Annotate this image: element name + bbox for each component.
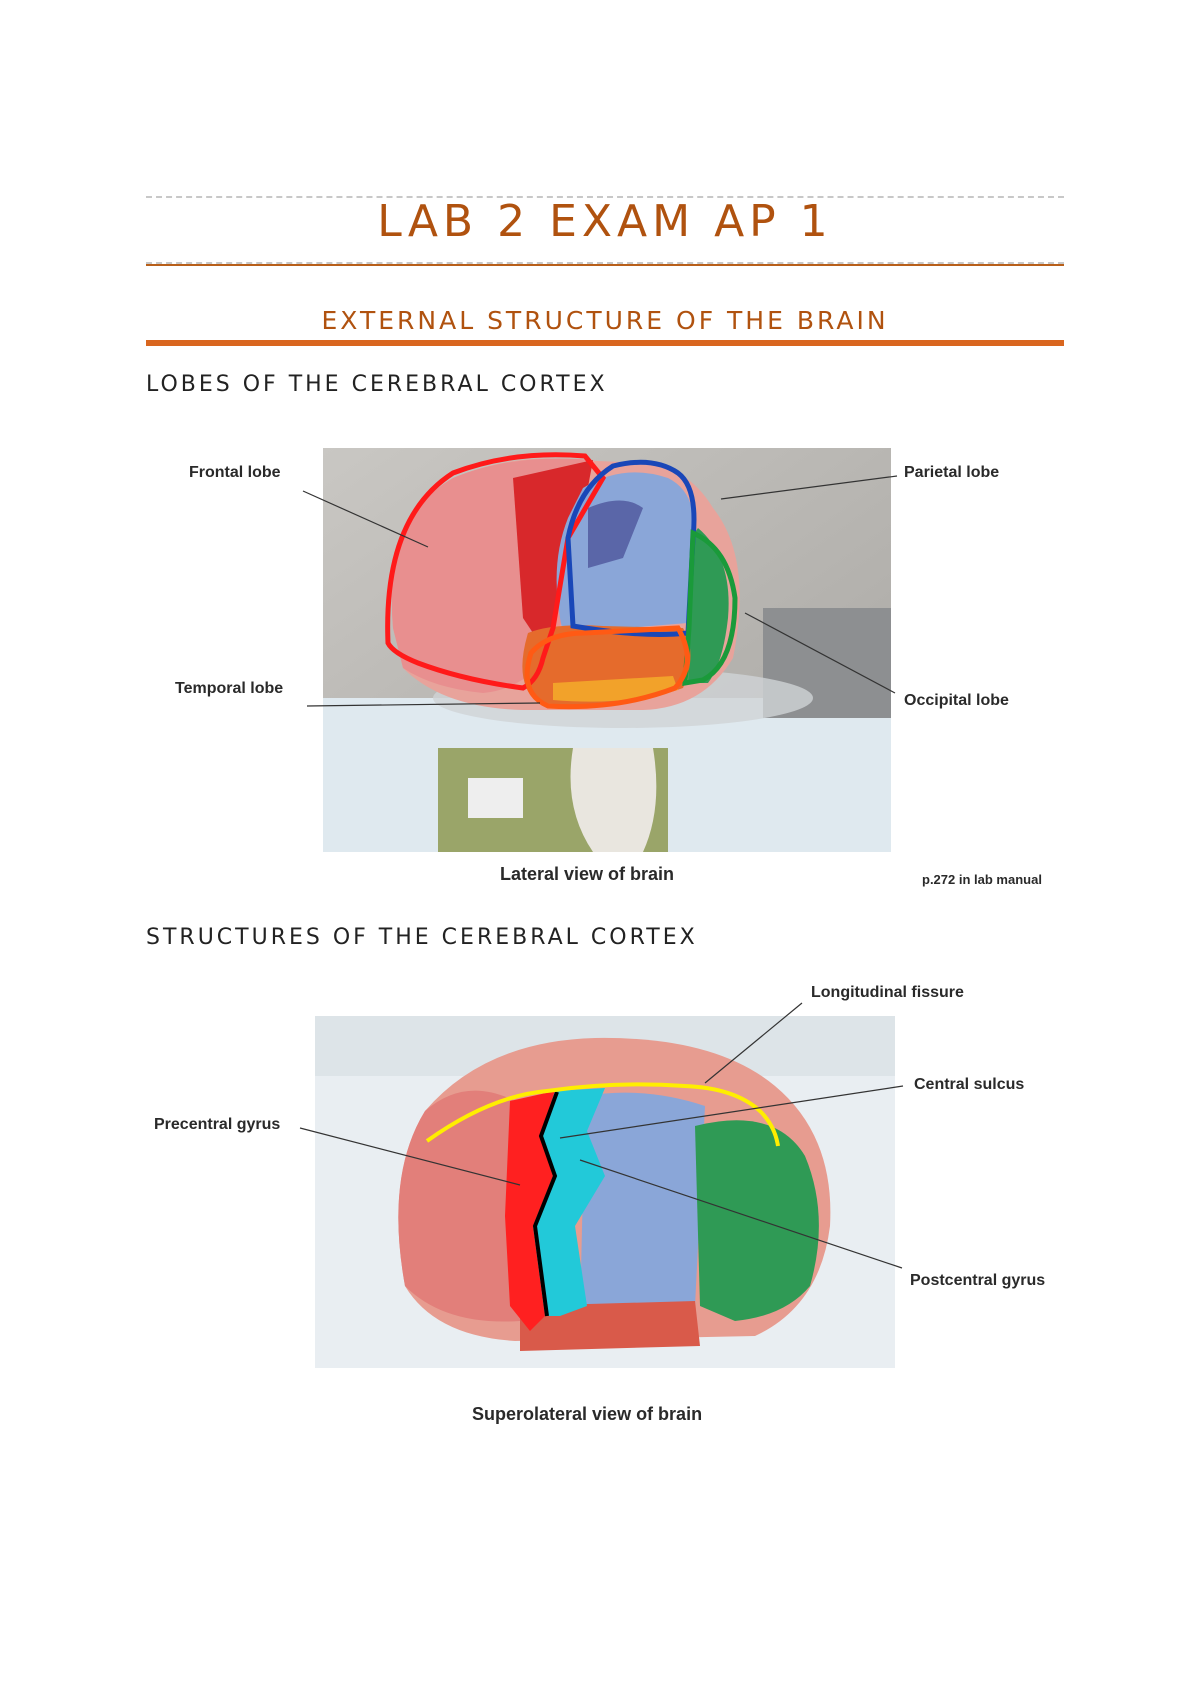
title-bottom-rule [146,262,1064,264]
figure2-caption: Superolateral view of brain [472,1404,703,1424]
superolateral-brain-photo [315,1016,895,1368]
title-bottom-accent-rule [146,264,1064,266]
central-sulcus-line [532,1091,559,1317]
label-temporal-lobe: Temporal lobe [175,680,284,697]
figure1-heading: LOBES OF THE CEREBRAL CORTEX [146,372,608,397]
section-title: EXTERNAL STRUCTURE OF THE BRAIN [321,306,889,335]
label-parietal-lobe: Parietal lobe [904,464,1000,481]
title-top-rule [146,196,1064,198]
figure1-reference: p.272 in lab manual [922,872,1042,887]
label-longitudinal-fissure: Longitudinal fissure [811,984,964,1001]
label-postcentral-gyrus: Postcentral gyrus [910,1272,1046,1289]
figure1-caption: Lateral view of brain [500,864,675,884]
document-title: LAB 2 EXAM AP 1 [377,196,833,247]
label-precentral-gyrus: Precentral gyrus [154,1116,281,1133]
lateral-brain-photo [323,448,891,852]
label-frontal-lobe: Frontal lobe [189,464,281,481]
section-rule [146,340,1064,346]
label-central-sulcus: Central sulcus [914,1076,1025,1093]
postcentral-gyrus-highlight [533,1088,605,1316]
parietal-lobe-outline [565,459,697,637]
occipital-lobe-outline [682,529,738,686]
label-occipital-lobe: Occipital lobe [904,692,1009,709]
figure2-heading: STRUCTURES OF THE CEREBRAL CORTEX [146,925,698,950]
temporal-lobe-outline [524,625,690,710]
